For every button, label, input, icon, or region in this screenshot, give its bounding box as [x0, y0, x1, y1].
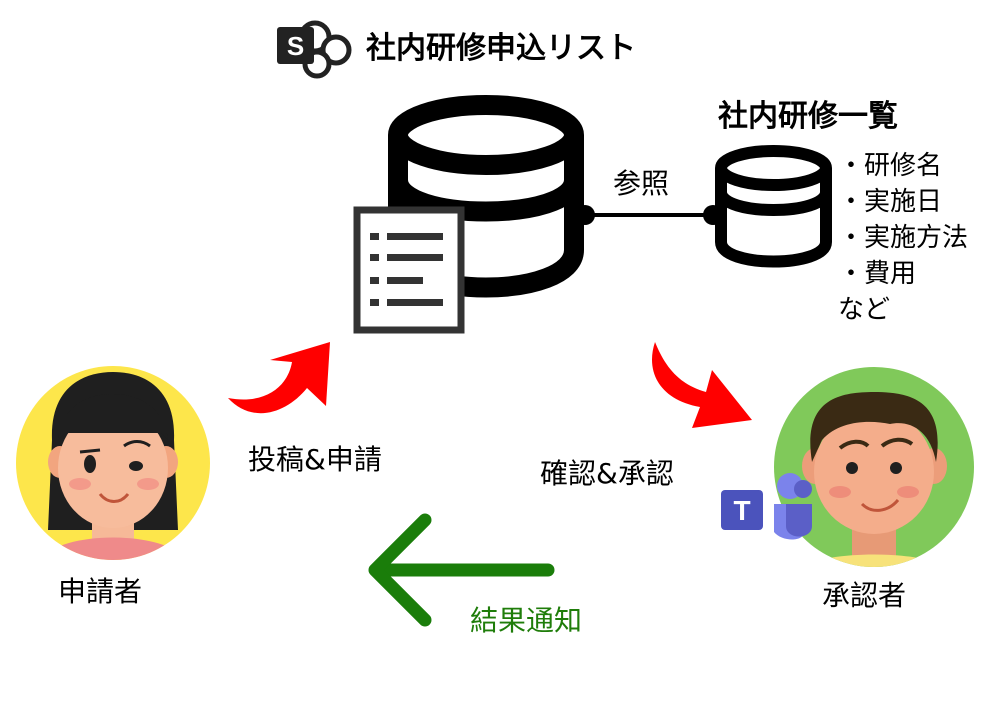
approver-avatar: [774, 367, 974, 567]
page-title: 社内研修申込リスト: [366, 31, 636, 66]
submit-label: 投稿&申請: [248, 443, 382, 476]
applicant-label: 申請者: [58, 575, 143, 608]
master-list-title: 社内研修一覧: [718, 99, 898, 134]
applicant-avatar: [16, 366, 210, 560]
field-item: ・研修名: [838, 151, 943, 181]
master-list-fields: ・研修名 ・実施日 ・実施方法 ・費用 など: [838, 148, 968, 328]
approver-label: 承認者: [822, 579, 907, 612]
master-database-icon: [715, 145, 832, 268]
field-item: ・実施日: [838, 187, 943, 217]
notify-arrow: [368, 513, 555, 627]
field-item: ・費用: [838, 259, 917, 289]
reference-connector: [575, 205, 723, 225]
teams-letter: T: [733, 495, 750, 526]
approve-arrow: [652, 342, 752, 428]
field-item: ・実施方法: [838, 223, 969, 253]
sharepoint-letter: S: [287, 31, 304, 61]
teams-icon: T: [721, 473, 812, 540]
list-document-icon: [353, 206, 465, 334]
reference-label: 参照: [613, 167, 670, 200]
notify-label: 結果通知: [470, 604, 583, 637]
approve-label: 確認&承認: [540, 457, 674, 490]
submit-arrow: [228, 342, 330, 414]
field-etc: など: [838, 295, 891, 325]
sharepoint-icon: S: [277, 20, 352, 79]
